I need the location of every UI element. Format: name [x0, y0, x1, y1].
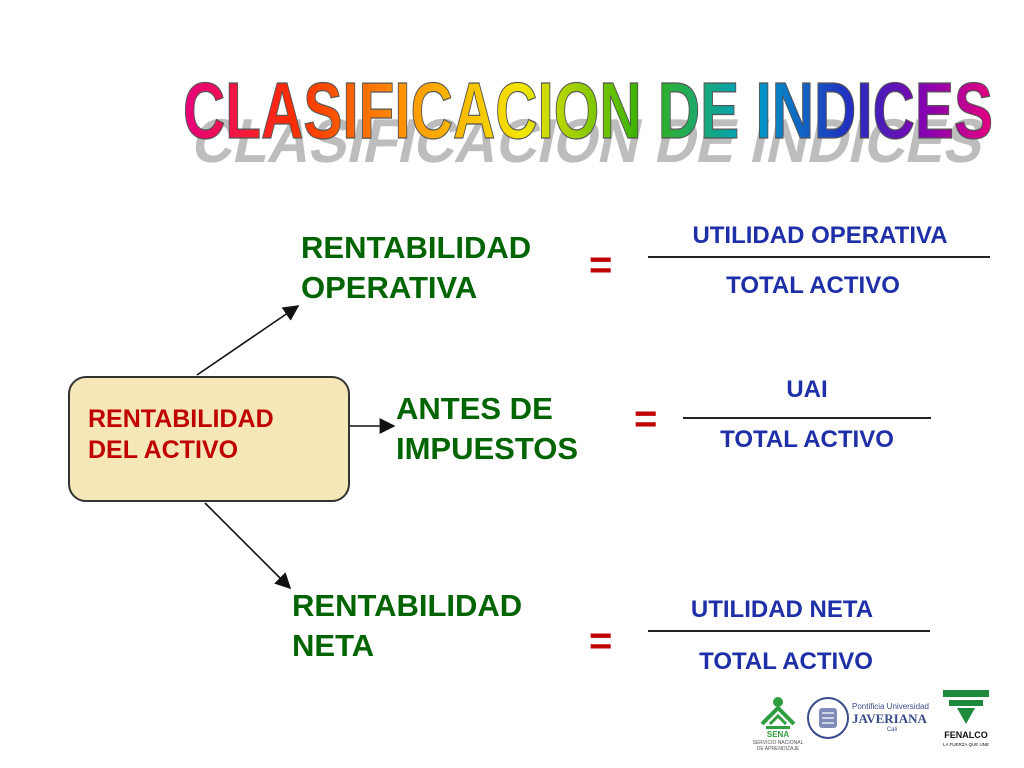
javeriana-line2: JAVERIANA — [852, 711, 927, 726]
title-shadow: CLASIFICACION DE INDICES — [187, 107, 992, 172]
title-text: CLASIFICACION DE INDICES — [183, 66, 993, 155]
term-neta-line1: RENTABILIDAD — [292, 588, 523, 623]
equals-sign-operativa: = — [589, 243, 613, 287]
arrow-to-neta — [204, 502, 292, 590]
term-neta-line2: NETA — [292, 628, 375, 663]
arrow-to-operativa — [196, 305, 300, 376]
sena-name: SENA — [766, 730, 790, 739]
term-operativa-line2: OPERATIVA — [301, 270, 478, 305]
sena-logo: SENA SERVICIO NACIONAL DE APRENDIZAJE — [752, 694, 804, 756]
fraction-bar-operativa — [648, 256, 990, 258]
term-neta: RENTABILIDAD NETA — [292, 586, 522, 666]
term-impuestos: ANTES DE IMPUESTOS — [396, 389, 578, 469]
source-line2: DEL ACTIVO — [88, 436, 239, 464]
fenalco-emblem-icon — [943, 690, 989, 724]
fraction-bar-neta — [648, 630, 930, 632]
javeriana-line3: Cali — [886, 727, 898, 733]
term-operativa: RENTABILIDAD OPERATIVA — [301, 228, 531, 308]
javeriana-line1: Pontificia Universidad — [852, 702, 929, 711]
source-box — [68, 376, 350, 502]
source-line1: RENTABILIDAD — [88, 405, 274, 433]
equals-sign-impuestos: = — [634, 397, 658, 441]
fenalco-tagline: LA FUERZA QUE UNE — [942, 742, 989, 747]
term-impuestos-line1: ANTES DE — [396, 391, 553, 426]
numerator-operativa: UTILIDAD OPERATIVA — [692, 222, 948, 249]
javeriana-logo: Pontificia Universidad JAVERIANA Cali — [806, 696, 934, 744]
source-label: RENTABILIDAD DEL ACTIVO — [88, 404, 274, 466]
numerator-impuestos: UAI — [786, 376, 828, 403]
term-impuestos-line2: IMPUESTOS — [396, 431, 579, 466]
denominator-operativa: TOTAL ACTIVO — [726, 272, 900, 299]
denominator-impuestos: TOTAL ACTIVO — [720, 426, 894, 453]
javeriana-crest-icon — [807, 697, 849, 739]
sena-caption-line2: DE APRENDIZAJE — [756, 746, 800, 752]
numerator-neta: UTILIDAD NETA — [690, 596, 874, 623]
equals-sign-neta: = — [589, 619, 613, 663]
denominator-neta: TOTAL ACTIVO — [699, 648, 873, 675]
term-operativa-line1: RENTABILIDAD — [301, 230, 532, 265]
fenalco-logo: FENALCO LA FUERZA QUE UNE — [941, 688, 991, 760]
fraction-bar-impuestos — [683, 417, 931, 419]
fenalco-name: FENALCO — [944, 730, 988, 740]
sena-caption-line1: SERVICIO NACIONAL — [752, 740, 804, 746]
title: CLASIFICACION DE INDICES CLASIFICACION D… — [150, 62, 1010, 172]
sena-caption: SERVICIO NACIONAL DE APRENDIZAJE — [746, 740, 810, 752]
